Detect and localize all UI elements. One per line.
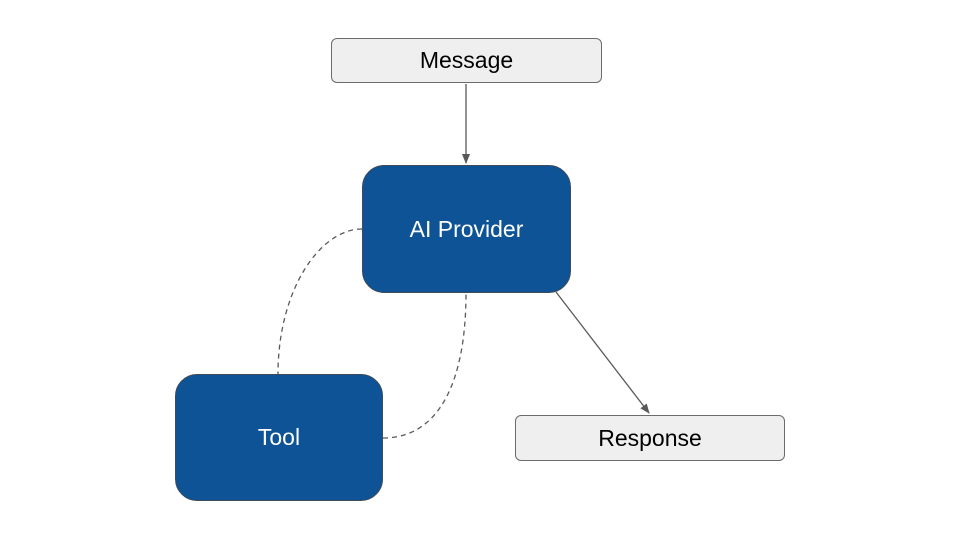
message-node: Message <box>331 38 602 83</box>
message-label: Message <box>419 47 514 73</box>
edge-provider-to-response <box>555 291 650 414</box>
tool-label: Tool <box>257 424 301 450</box>
ai-provider-label: AI Provider <box>409 215 524 242</box>
ai-provider-node: AI Provider <box>362 165 571 293</box>
edge-provider-to-tool-dashed <box>277 228 363 375</box>
edge-tool-to-provider-dashed <box>382 292 467 439</box>
response-label: Response <box>598 424 702 451</box>
tool-node: Tool <box>175 374 383 501</box>
response-node: Response <box>515 415 785 461</box>
